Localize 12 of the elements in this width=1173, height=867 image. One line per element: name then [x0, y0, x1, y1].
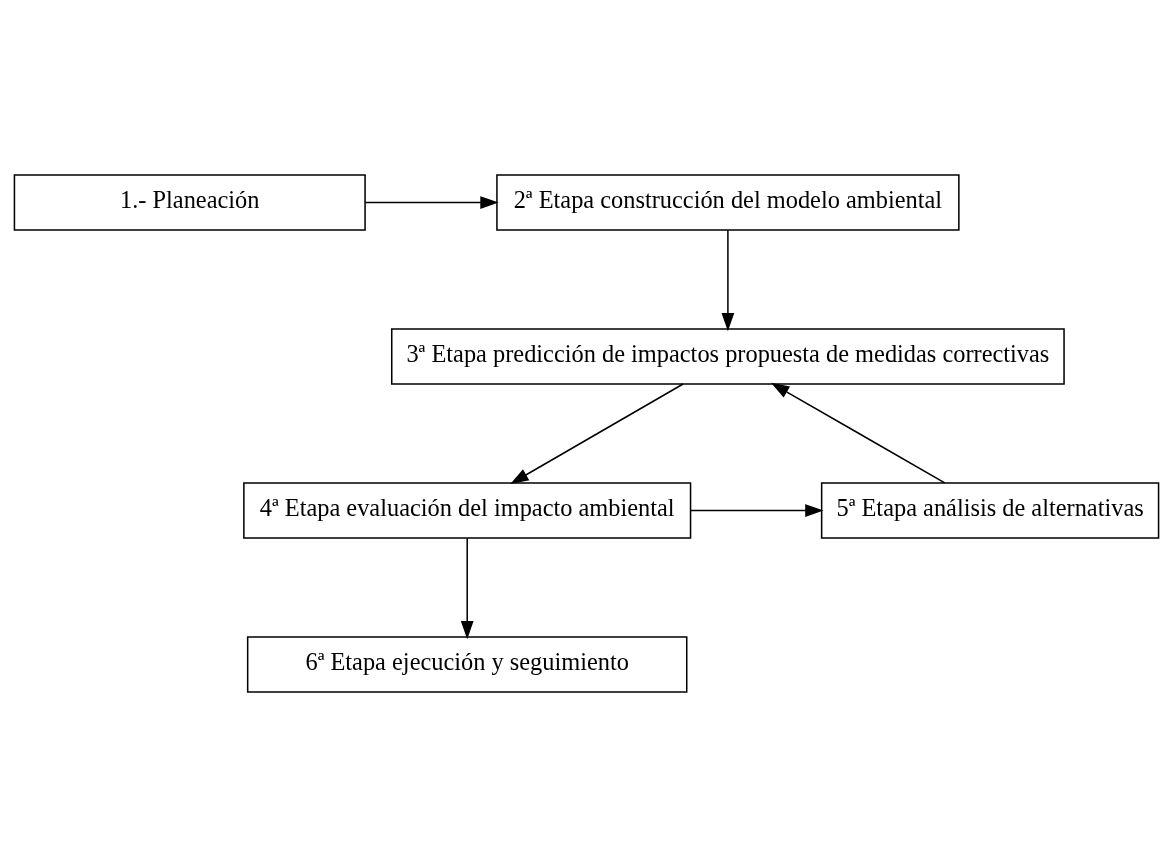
- arrow: [721, 229, 735, 332]
- arrow: [510, 383, 684, 484]
- arrow: [771, 382, 946, 484]
- node-box: 2ª Etapa construcción del modelo ambiental: [496, 174, 960, 231]
- node-box: 6ª Etapa ejecución y seguimiento: [246, 636, 688, 693]
- node-box: 5ª Etapa análisis de alternativas: [820, 482, 1160, 539]
- node-box: 1.- Planeación: [13, 174, 366, 231]
- node-box: 3ª Etapa predicción de impactos propuesta de medidas correctivas: [391, 328, 1065, 385]
- node-box: 4ª Etapa evaluación del impacto ambiental: [243, 482, 692, 539]
- arrow: [690, 504, 824, 517]
- arrow: [364, 196, 499, 209]
- arrow: [460, 537, 474, 640]
